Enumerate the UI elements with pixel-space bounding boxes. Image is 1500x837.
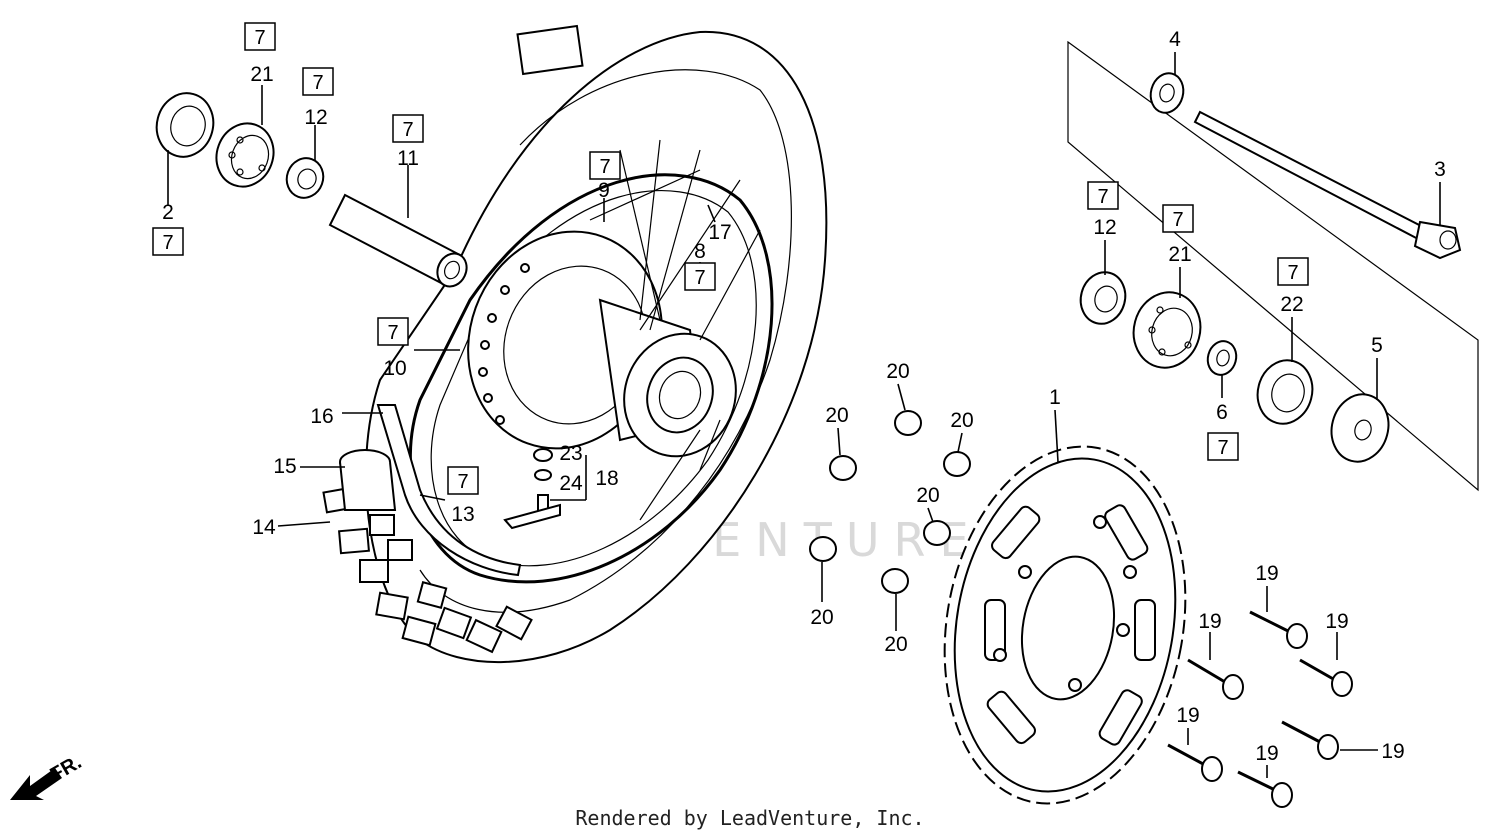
rear-rim [408,173,774,584]
side-collar [1330,393,1390,463]
kit-badge: 7 [1087,181,1119,210]
leader-lines [167,52,1441,778]
kit-badge: 7 [1162,204,1194,233]
sprocket-nuts [809,410,971,594]
right-bearing-retainer [1079,271,1127,325]
left-bearing [215,122,275,188]
kit-badge: 7 [684,262,716,291]
callout-20: 20 [886,360,909,383]
callout-19: 19 [1176,704,1199,727]
left-bearing-retainer [285,157,325,199]
callout-8: 8 [694,240,706,263]
svg-text:7: 7 [402,119,413,141]
callout-17: 17 [708,221,731,244]
driven-sprocket [943,445,1187,805]
kit-badge: 7 [1277,257,1309,286]
sprocket-bolts [1167,610,1353,808]
callout-19: 19 [1255,562,1278,585]
svg-text:7: 7 [254,27,265,49]
callout-9: 9 [598,179,610,202]
callout-19: 19 [1381,740,1404,763]
rear-axle [1193,110,1462,260]
front-direction-arrow: FR. [10,751,85,800]
callout-20: 20 [825,404,848,427]
callout-6: 6 [1216,401,1228,424]
svg-text:7: 7 [457,471,468,493]
kit-badge: 7 [244,22,276,51]
right-bearing [1132,291,1202,369]
kit-badge: 7 [447,466,479,495]
dust-seal [1256,359,1314,425]
callout-10: 10 [383,357,406,380]
hub-retainer-nut [155,92,215,158]
kit-badge: 7 [1207,432,1239,461]
kit-badge: 7 [302,67,334,96]
bearing-retainer-small [1206,340,1238,376]
kit-badge: 7 [392,114,424,143]
callout-14: 14 [252,516,276,539]
svg-text:7: 7 [162,232,173,254]
callout-2: 2 [162,201,174,224]
callout-13: 13 [451,503,474,526]
callout-12: 12 [304,106,327,129]
callout-20: 20 [916,484,939,507]
callout-20: 20 [884,633,907,656]
axle-distance-collar [328,193,468,288]
rear-hub [467,230,737,458]
svg-text:7: 7 [312,72,323,94]
callout-21: 21 [1168,243,1191,266]
rim-band-and-tube [339,404,522,577]
svg-text:7: 7 [1217,437,1228,459]
callout-23: 23 [559,442,582,465]
callout-4: 4 [1169,28,1181,51]
callout-11: 11 [397,147,419,170]
callout-21: 21 [250,63,273,86]
svg-text:7: 7 [387,322,398,344]
part-callouts: 21 12 11 2 9 8 17 10 16 15 14 13 23 24 1… [162,28,1446,765]
svg-text:7: 7 [599,156,610,178]
callout-16: 16 [310,405,333,428]
tire-tread-blocks [322,24,584,654]
svg-text:7: 7 [1172,209,1183,231]
kit-badge: 7 [377,317,409,346]
callout-3: 3 [1434,158,1446,181]
kit-badges: 7 7 7 7 7 7 7 7 7 7 7 7 [152,22,1309,495]
callout-19: 19 [1255,742,1278,765]
callout-12: 12 [1093,216,1116,239]
callout-1: 1 [1049,386,1061,409]
hub-bolt-holes [478,263,530,425]
callout-15: 15 [273,455,296,478]
kit-badge: 7 [152,227,184,256]
callout-18: 18 [595,467,618,490]
svg-text:7: 7 [694,267,705,289]
kit-badge: 7 [589,151,621,180]
render-credit: Rendered by LeadVenture, Inc. [575,806,925,830]
callout-20: 20 [810,606,833,629]
callout-5: 5 [1371,334,1383,357]
callout-22: 22 [1280,293,1303,316]
wheel-spokes [589,139,761,521]
svg-text:7: 7 [1097,186,1108,208]
axle-washer [1149,72,1185,114]
callout-20: 20 [950,409,973,432]
callout-19: 19 [1325,610,1348,633]
callout-19: 19 [1198,610,1221,633]
tire-valve [503,448,561,530]
svg-text:7: 7 [1287,262,1298,284]
axle-group-outline [1067,40,1479,492]
callout-24: 24 [559,472,583,495]
